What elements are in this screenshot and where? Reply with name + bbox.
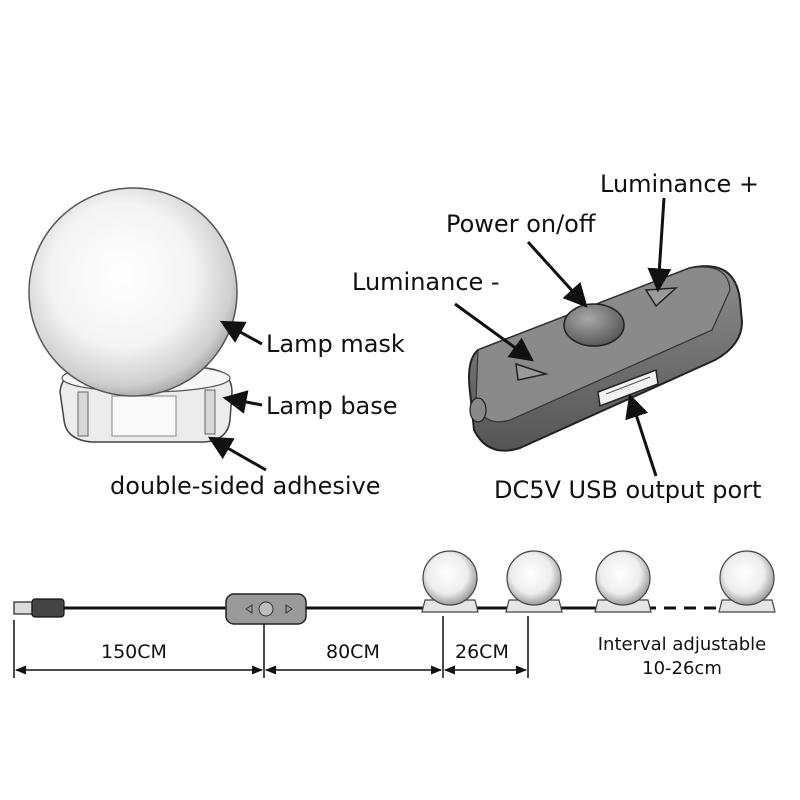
arrow-usb-port	[625, 393, 658, 477]
arrow-power	[526, 240, 588, 308]
label-adhesive: double-sided adhesive	[110, 472, 381, 500]
arrow-lamp-base	[222, 390, 263, 414]
small-lamp-4	[718, 550, 776, 613]
label-usb-port: DC5V USB output port	[494, 476, 762, 504]
label-lamp-base: Lamp base	[266, 392, 398, 420]
arrow-luminance-minus	[454, 302, 534, 362]
interval-note-line2: 10-26cm	[642, 658, 722, 679]
arrow-lamp-mask	[219, 320, 263, 346]
label-luminance-minus: Luminance -	[352, 268, 500, 296]
usb-port-shape	[597, 368, 659, 408]
usb-plug	[13, 601, 33, 615]
power-button-shape	[563, 303, 625, 347]
dimension-label-80: 80CM	[326, 641, 380, 663]
small-lamp-2	[505, 550, 563, 613]
small-lamp-3	[594, 550, 652, 613]
label-power: Power on/off	[446, 210, 596, 238]
lamp-illustration	[28, 187, 238, 443]
interval-note-line1: Interval adjustable	[597, 634, 767, 655]
controller-illustration	[468, 265, 744, 452]
arrow-luminance-plus	[647, 197, 672, 293]
strip-illustration	[13, 550, 776, 678]
arrow-adhesive	[207, 436, 267, 472]
luminance-minus-triangle	[515, 362, 549, 381]
lamp-mask-shape	[28, 187, 238, 397]
dimension-label-150: 150CM	[101, 641, 167, 663]
dimension-label-26: 26CM	[455, 641, 509, 663]
label-lamp-mask: Lamp mask	[266, 330, 405, 358]
small-lamp-1	[421, 550, 479, 613]
label-luminance-plus: Luminance +	[600, 170, 760, 198]
interval-note: Interval adjustable 10-26cm	[584, 633, 780, 681]
